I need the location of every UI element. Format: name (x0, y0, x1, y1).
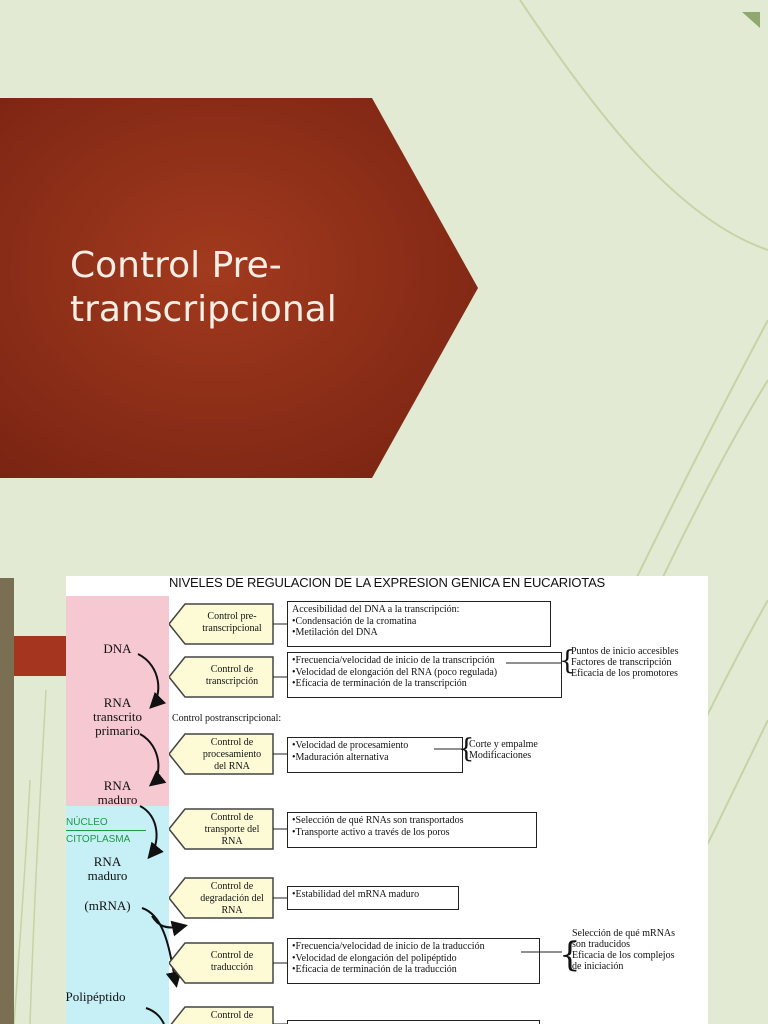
side-notes-transcripcion: Puntos de inicio accesibles Factores de … (571, 646, 678, 679)
brace-transcripcion: { (559, 646, 576, 676)
detail-2-line-1: •Frecuencia/velocidad de inicio de la tr… (292, 655, 495, 666)
side-transcripcion-3: Eficacia de los promotores (571, 668, 678, 679)
detail-1-line-1: Accesibilidad del DNA a la transcripción… (292, 604, 460, 615)
detail-box-pretranscripcional: Accesibilidad del DNA a la transcripción… (287, 601, 551, 647)
brace-procesamiento: { (458, 734, 475, 764)
control-label-5b: degradación del (200, 893, 264, 904)
diagram-heading: NIVELES DE REGULACION DE LA EXPRESION GE… (168, 576, 606, 590)
stage-rna-maduro: RNA maduro (66, 779, 169, 807)
regulation-diagram: NIVELES DE REGULACION DE LA EXPRESION GE… (66, 576, 708, 1024)
nucleus-boundary-line (66, 830, 146, 831)
side-procesamiento-1: Corte y empalme (469, 739, 538, 750)
control-label-3c: del RNA (214, 761, 250, 772)
detail-box-traduccion: •Frecuencia/velocidad de inicio de la tr… (287, 938, 540, 984)
side-traduccion-4: de iniciación (572, 961, 624, 972)
side-traduccion-1: Selección de qué mRNAs (572, 928, 676, 939)
connector-lines (273, 623, 562, 1024)
control-label-1b: transcripcional (202, 623, 262, 634)
arrow-mrna-to-polipeptido (141, 907, 182, 988)
slide-title-line-1: Control Pre- (70, 245, 282, 286)
side-traduccion-3: Eficacia de los complejos (572, 950, 675, 961)
slide-title-line-2: transcripcional (70, 289, 337, 330)
stage-dna: DNA (103, 641, 132, 656)
accent-tab (14, 636, 66, 676)
postranscripcional-label: Control postranscripcional: (172, 713, 282, 724)
slide-title: Control Pre- transcripcional (70, 244, 337, 332)
citoplasma-label: CITOPLASMA (66, 834, 131, 845)
stage-rna-maduro-line-1: RNA (103, 778, 132, 793)
stage-rna-maduro-cyto-line-1: RNA (93, 854, 122, 869)
detail-2-line-3: •Eficacia de terminación de la transcrip… (292, 678, 467, 689)
detail-6-line-2: •Velocidad de elongación del polipéptido (292, 952, 457, 964)
control-label-4c: RNA (221, 836, 243, 847)
control-label-7a: Control de (210, 1010, 254, 1021)
arrow-to-degradation (151, 915, 188, 937)
control-label-2b: transcripción (205, 676, 259, 687)
control-label-2a: Control de (210, 664, 254, 675)
stage-polipeptido: Polipéptido (66, 989, 126, 1004)
detail-6-line-1: •Frecuencia/velocidad de inicio de la tr… (292, 941, 485, 952)
brace-traduccion: { (559, 935, 581, 975)
stage-rna-primario-line-3: primario (95, 723, 140, 738)
control-box-degradacion: Control de degradación del RNA (169, 877, 281, 919)
arrow-dna-to-primario (137, 653, 167, 709)
detail-box-procesamiento: •Velocidad de procesamiento •Maduración … (287, 737, 463, 773)
detail-4-line-2: •Transporte activo a través de los poros (292, 826, 450, 838)
detail-6-line-3: •Eficacia de terminación de la traducció… (292, 964, 457, 975)
left-accent-bar (0, 578, 14, 1024)
detail-1-line-3: •Metilación del DNA (292, 627, 378, 638)
control-label-5c: RNA (221, 905, 243, 916)
title-banner (0, 98, 478, 478)
control-label-4a: Control de (210, 812, 254, 823)
detail-3-line-1: •Velocidad de procesamiento (292, 740, 409, 751)
detail-box-last (287, 1020, 540, 1024)
control-label-3a: Control de (210, 737, 254, 748)
side-transcripcion-2: Factores de transcripción (571, 657, 672, 668)
detail-1-line-2: •Condensación de la cromatina (292, 615, 417, 627)
control-label-4b: transporte del (204, 824, 260, 835)
flow-arrows (137, 653, 188, 1024)
stage-rna-maduro-cyto-line-2: maduro (87, 868, 128, 883)
control-label-6a: Control de (210, 950, 254, 961)
arrow-primario-to-maduro (139, 733, 167, 787)
side-notes-procesamiento: Corte y empalme Modificaciones (469, 739, 538, 761)
stage-rna-maduro-cyto: RNA maduro (66, 855, 159, 883)
stage-rna-primario: RNA transcrito primario (66, 696, 169, 738)
side-transcripcion-1: Puntos de inicio accesibles (571, 646, 679, 657)
stage-rna-primario-line-2: transcrito (92, 709, 143, 724)
detail-2-line-2: •Velocidad de elongación del RNA (poco r… (292, 666, 498, 678)
control-box-traduccion: Control de traducción (169, 942, 281, 984)
control-box-transporte: Control de transporte del RNA (169, 808, 281, 850)
arrow-maduro-to-cyto (139, 805, 164, 860)
detail-box-transcripcion: •Frecuencia/velocidad de inicio de la tr… (287, 652, 562, 698)
side-traduccion-2: son traducidos (572, 939, 631, 950)
stage-rna-primario-line-1: RNA (103, 695, 132, 710)
stage-rna-maduro-line-2: maduro (97, 792, 138, 807)
arrow-polipeptido-out (145, 1007, 165, 1024)
control-box-last: Control de (169, 1006, 281, 1024)
control-label-1a: Control pre- (207, 611, 257, 622)
detail-box-transporte: •Selección de qué RNAs son transportados… (287, 812, 537, 848)
side-notes-traduccion: Selección de qué mRNAs son traducidos Ef… (572, 928, 675, 972)
detail-5-line-1: •Estabilidad del mRNA maduro (292, 889, 420, 900)
control-label-5a: Control de (210, 881, 254, 892)
side-procesamiento-2: Modificaciones (469, 750, 532, 761)
control-label-6b: traducción (210, 962, 254, 973)
stage-mrna: (mRNA) (84, 898, 131, 913)
nucleo-label: NÚCLEO (66, 817, 108, 828)
control-label-3b: procesamiento (202, 749, 262, 760)
detail-box-degradacion: •Estabilidad del mRNA maduro (287, 886, 459, 910)
detail-3-line-2: •Maduración alternativa (292, 751, 389, 763)
detail-4-line-1: •Selección de qué RNAs son transportados (292, 815, 464, 826)
